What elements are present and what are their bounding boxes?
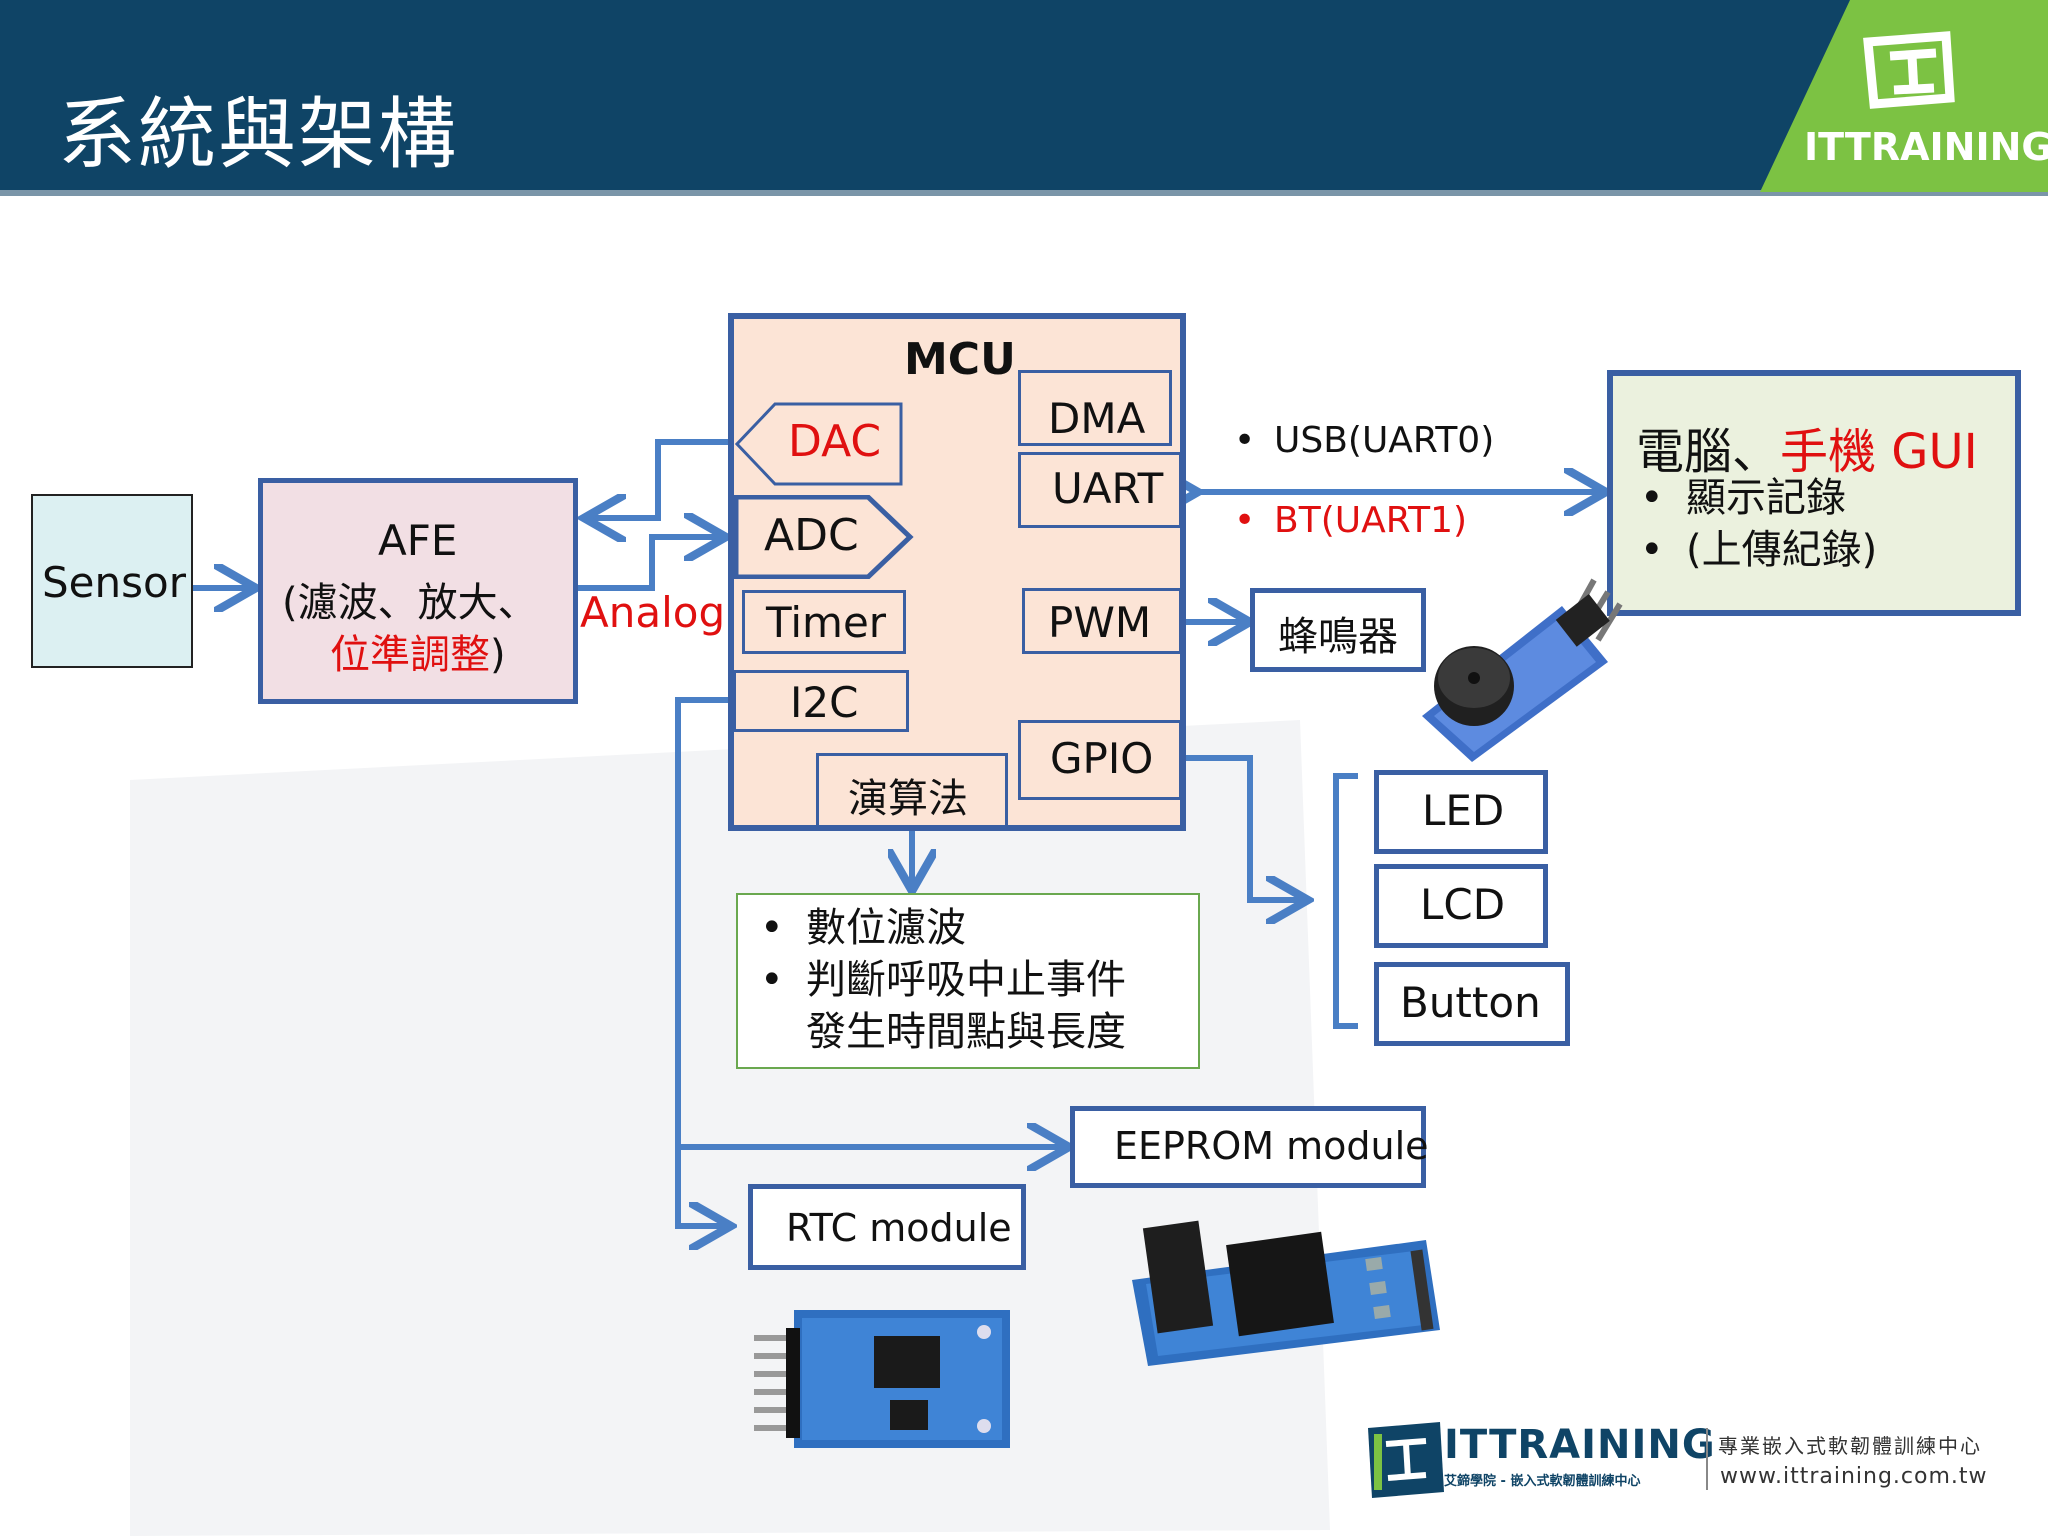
eeprom-module-image <box>1132 1220 1440 1366</box>
arrow-dac-afe <box>590 439 733 518</box>
timer-label: Timer <box>766 598 887 647</box>
eeprom-block <box>1070 1106 1426 1188</box>
note-item-continuation: 發生時間點與長度 <box>806 1009 1126 1055</box>
link-bt: BT(UART1) <box>1226 496 1494 546</box>
arrow-afe-adc <box>576 537 720 591</box>
gui-title: 電腦、手機 GUI <box>1636 412 1978 482</box>
mcu-block <box>728 313 1186 831</box>
footer-tagline: 專業嵌入式軟韌體訓練中心 <box>1718 1434 1982 1458</box>
gui-item: 顯示記錄 <box>1632 472 1877 524</box>
uart-label: UART <box>1052 464 1164 513</box>
slide-title: 系統與架構 <box>58 90 459 180</box>
button-label: Button <box>1400 978 1541 1027</box>
i2c-block <box>733 670 909 732</box>
afe-block <box>258 478 578 704</box>
footer-url: www.ittraining.com.tw <box>1720 1464 1988 1489</box>
link-usb: USB(UART0) <box>1226 416 1494 466</box>
dma-label: DMA <box>1048 394 1146 443</box>
note-item: 數位濾波 <box>752 902 1126 954</box>
afe-line2: 位準調整) <box>330 622 506 680</box>
afe-line2-end: ) <box>490 632 506 678</box>
gpio-block <box>1018 720 1182 800</box>
logo-mark-icon <box>1863 31 1955 109</box>
footer-divider <box>1706 1428 1708 1490</box>
buzzer-module-image <box>1422 578 1623 762</box>
buzzer-block <box>1250 588 1426 672</box>
afe-title: AFE <box>378 516 458 565</box>
mcu-title: MCU <box>904 334 1016 385</box>
footer-sub-left: 艾鍗學院 - 嵌入式軟韌體訓練中心 <box>1444 1474 1641 1489</box>
brand-green-shape <box>1760 0 2048 192</box>
footer-brand: ITTRAINING <box>1444 1422 1716 1468</box>
dma-block <box>1018 370 1172 446</box>
gui-list: 顯示記錄 (上傳紀錄) <box>1632 472 1877 576</box>
pwm-block <box>1022 588 1182 654</box>
brand-logo: ITTRAINING <box>1760 0 2048 192</box>
lcd-block <box>1374 864 1548 948</box>
note-item: 判斷呼吸中止事件 <box>752 954 1126 1006</box>
lcd-label: LCD <box>1420 880 1506 929</box>
algorithm-notes-list: 數位濾波 判斷呼吸中止事件 <box>752 902 1126 1006</box>
analog-label: Analog <box>580 588 726 637</box>
header-bar <box>0 0 2048 192</box>
afe-line2-red: 位準調整 <box>330 632 490 678</box>
led-label: LED <box>1422 786 1505 835</box>
led-block <box>1374 770 1548 854</box>
arrow-i2c-bus <box>675 697 730 1226</box>
algorithm-label: 演算法 <box>848 776 968 822</box>
sensor-block <box>31 494 193 668</box>
adc-label: ADC <box>764 510 859 561</box>
timer-block <box>742 590 906 654</box>
brand-text: ITTRAINING <box>1804 125 2048 169</box>
eeprom-label: EEPROM module <box>1114 1124 1429 1168</box>
button-block <box>1374 962 1570 1046</box>
dac-label: DAC <box>788 416 882 467</box>
uart-block <box>1018 452 1182 528</box>
gpio-label: GPIO <box>1050 734 1154 783</box>
gui-title-red: 手機 GUI <box>1780 424 1978 480</box>
rtc-block <box>748 1184 1026 1270</box>
header-divider <box>0 190 2048 196</box>
afe-line1: (濾波、放大、 <box>282 580 538 626</box>
buzzer-label: 蜂鳴器 <box>1278 614 1398 660</box>
rtc-module-image <box>754 1310 1010 1448</box>
arrow-gpio-outputs <box>1182 755 1302 900</box>
rtc-label: RTC module <box>786 1206 1012 1250</box>
algorithm-block <box>816 753 1008 829</box>
i2c-label: I2C <box>790 678 859 727</box>
bracket-gpio-outputs <box>1333 773 1358 1029</box>
dac-shape <box>735 402 903 486</box>
link-list: USB(UART0) BT(UART1) <box>1226 416 1494 546</box>
adc-shape <box>734 495 914 579</box>
footer-logo-icon <box>1368 1422 1444 1498</box>
sensor-label: Sensor <box>42 558 186 607</box>
gui-item: (上傳紀錄) <box>1632 524 1877 576</box>
gui-title-black: 電腦、 <box>1636 424 1781 480</box>
pwm-label: PWM <box>1048 598 1152 647</box>
